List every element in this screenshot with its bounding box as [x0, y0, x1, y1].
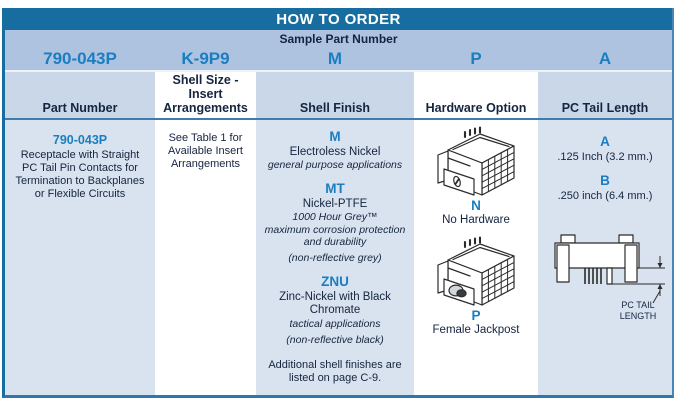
option-code: MT	[325, 180, 345, 196]
sample-code-part-number: 790-043P	[43, 48, 117, 68]
option-finish-note: (non-reflective black)	[286, 334, 384, 347]
diagram-label-line2: LENGTH	[620, 311, 657, 321]
option-name: Nickel-PTFE	[302, 197, 368, 210]
connector-female-jackpost-drawing	[437, 236, 515, 307]
sample-code-shell-size: K-9P9	[181, 48, 230, 68]
row-separator	[5, 70, 672, 72]
shell-finish-cell: M Electroless Nickel general purpose app…	[256, 120, 414, 395]
option-description: 1000 Hour Grey™ maximum corrosion protec…	[264, 211, 406, 248]
tail-length-option-b: B .250 inch (6.4 mm.)	[538, 173, 672, 203]
option-description: general purpose applications	[267, 159, 403, 172]
option-finish-note: (non-reflective grey)	[288, 252, 382, 265]
pc-tail-length-diagram: PC TAIL LENGTH	[554, 234, 665, 321]
part-number-cell: 790-043P Receptacle with Straight PC Tai…	[5, 120, 155, 395]
shell-size-cell: See Table 1 for Available Insert Arrange…	[155, 120, 256, 395]
pc-tail-length-cell: A .125 Inch (3.2 mm.) B .250 inch (6.4 m…	[538, 120, 672, 395]
tail-length-option-a: A .125 Inch (3.2 mm.)	[538, 134, 672, 164]
option-code: ZNU	[321, 273, 349, 289]
hardware-name: Female Jackpost	[432, 324, 520, 337]
tail-value: .250 inch (6.4 mm.)	[557, 189, 653, 202]
hardware-option-n: N No Hardware	[414, 124, 538, 227]
column-header-part-number: Part Number	[5, 72, 155, 118]
part-number-description: Receptacle with Straight PC Tail Pin Con…	[15, 148, 145, 200]
option-name: Zinc-Nickel with Black Chromate	[279, 290, 391, 317]
tail-code: B	[600, 172, 610, 188]
hardware-name: No Hardware	[442, 213, 510, 226]
tail-code: A	[600, 134, 610, 149]
column-header-hardware-option: Hardware Option	[414, 72, 538, 118]
column-header-shell-size: Shell Size - Insert Arrangements	[155, 72, 256, 118]
sample-code-hardware: P	[470, 48, 482, 68]
tail-value: .125 Inch (3.2 mm.)	[557, 150, 653, 163]
diagram-label-line1: PC TAIL	[621, 300, 654, 310]
hardware-option-p: P Female Jackpost	[414, 234, 538, 337]
header-underline	[5, 118, 672, 120]
sample-code-shell-finish: M	[327, 48, 343, 68]
column-header-shell-finish: Shell Finish	[256, 72, 414, 118]
sample-code-tail-length: A	[598, 48, 612, 68]
part-number-value: 790-043P	[52, 133, 108, 147]
table-body: 790-043P Receptacle with Straight PC Tai…	[5, 120, 672, 395]
shell-finish-option-m: M Electroless Nickel general purpose app…	[256, 129, 414, 172]
column-header-pc-tail-length: PC Tail Length	[538, 72, 672, 118]
option-code: M	[329, 129, 341, 144]
sample-codes-row: 790-043P K-9P9 M P A	[5, 47, 672, 70]
shell-finish-option-mt: MT Nickel-PTFE 1000 Hour Grey™ maximum c…	[256, 181, 414, 265]
how-to-order-table: HOW TO ORDER Sample Part Number 790-043P…	[2, 8, 674, 398]
how-to-order-title: HOW TO ORDER	[5, 8, 672, 30]
hardware-code: N	[471, 198, 481, 213]
column-headers-row: Part Number Shell Size - Insert Arrangem…	[5, 72, 672, 118]
hardware-code: P	[471, 308, 481, 324]
connector-no-hardware-drawing	[437, 126, 515, 196]
shell-finish-option-znu: ZNU Zinc-Nickel with Black Chromate tact…	[256, 274, 414, 347]
shell-finish-footnote: Additional shell finishes are listed on …	[268, 359, 402, 385]
hardware-option-cell: N No Hardware	[414, 120, 538, 395]
shell-size-note: See Table 1 for Available Insert Arrange…	[167, 132, 243, 170]
option-name: Electroless Nickel	[289, 145, 381, 158]
sample-part-number-label: Sample Part Number	[5, 30, 672, 47]
option-description: tactical applications	[289, 317, 381, 330]
